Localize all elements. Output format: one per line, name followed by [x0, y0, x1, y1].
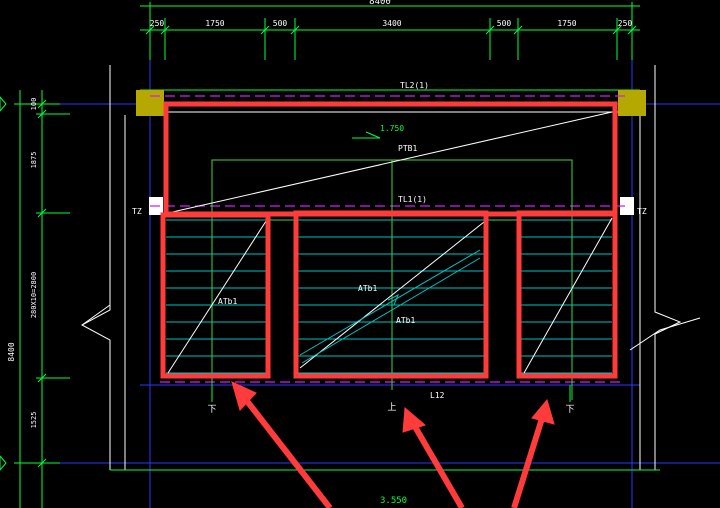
- column-tz-left-label: TZ: [132, 207, 142, 216]
- flight-label-mid-b: ATb1: [396, 316, 415, 325]
- elevation-marker: [352, 131, 381, 139]
- column-top-right: [618, 90, 646, 116]
- axis-marker-top: [0, 96, 7, 112]
- axis-marker-bottom: [0, 455, 7, 471]
- annotation-boxes: [160, 101, 618, 379]
- walls: [80, 65, 701, 471]
- arrow-right: [511, 411, 547, 508]
- stair-treads: [166, 219, 612, 374]
- top-dim-2: 1750: [205, 19, 224, 28]
- top-dimension-chain: [140, 2, 640, 60]
- landing-diagonal: [167, 111, 613, 214]
- landing-elevation: 1.750: [380, 124, 404, 133]
- top-dim-1: 250: [150, 19, 165, 28]
- direction-mid: 上: [387, 402, 396, 413]
- highlight-flight-left: [160, 212, 271, 379]
- highlight-landing: [163, 101, 618, 217]
- left-dim-1: 100: [30, 98, 38, 111]
- column-tz-right: [620, 197, 634, 215]
- direction-left: 下: [207, 405, 216, 415]
- left-dim-2: 1875: [30, 152, 38, 169]
- top-dim-6: 1750: [557, 19, 576, 28]
- arrow-left: [237, 390, 333, 508]
- flight-label-left: ATb1: [218, 297, 237, 306]
- top-total-dimension: 8400: [369, 0, 391, 7]
- landing-slab-label: PTB1: [398, 144, 417, 153]
- top-dim-7: 250: [618, 19, 633, 28]
- left-dim-3: 280X10=2800: [30, 272, 38, 318]
- highlight-flight-mid: [293, 210, 489, 379]
- top-dim-4: 3400: [382, 19, 401, 28]
- beams: [150, 95, 630, 383]
- left-total-dimension: 8400: [7, 342, 16, 361]
- direction-right: 下: [565, 405, 574, 415]
- annotation-arrows: [231, 381, 555, 508]
- arrow-mid: [407, 416, 465, 508]
- bottom-elevation: 3.550: [380, 496, 407, 506]
- left-dimension-chain: [14, 90, 70, 508]
- highlight-flight-right: [516, 210, 618, 379]
- top-dim-5: 500: [497, 19, 512, 28]
- flight-diagonals: [167, 217, 613, 374]
- column-top-left: [136, 90, 164, 116]
- column-tz-right-label: TZ: [637, 207, 647, 216]
- top-beam-label: TL2(1): [400, 81, 429, 90]
- mid-flight-arrows: [299, 249, 481, 364]
- bottom-beam-label: L12: [430, 391, 445, 400]
- top-dim-3: 500: [273, 19, 288, 28]
- left-dim-4: 1525: [30, 412, 38, 429]
- flight-label-mid-a: ATb1: [358, 284, 377, 293]
- mid-beam-label: TL1(1): [398, 195, 427, 204]
